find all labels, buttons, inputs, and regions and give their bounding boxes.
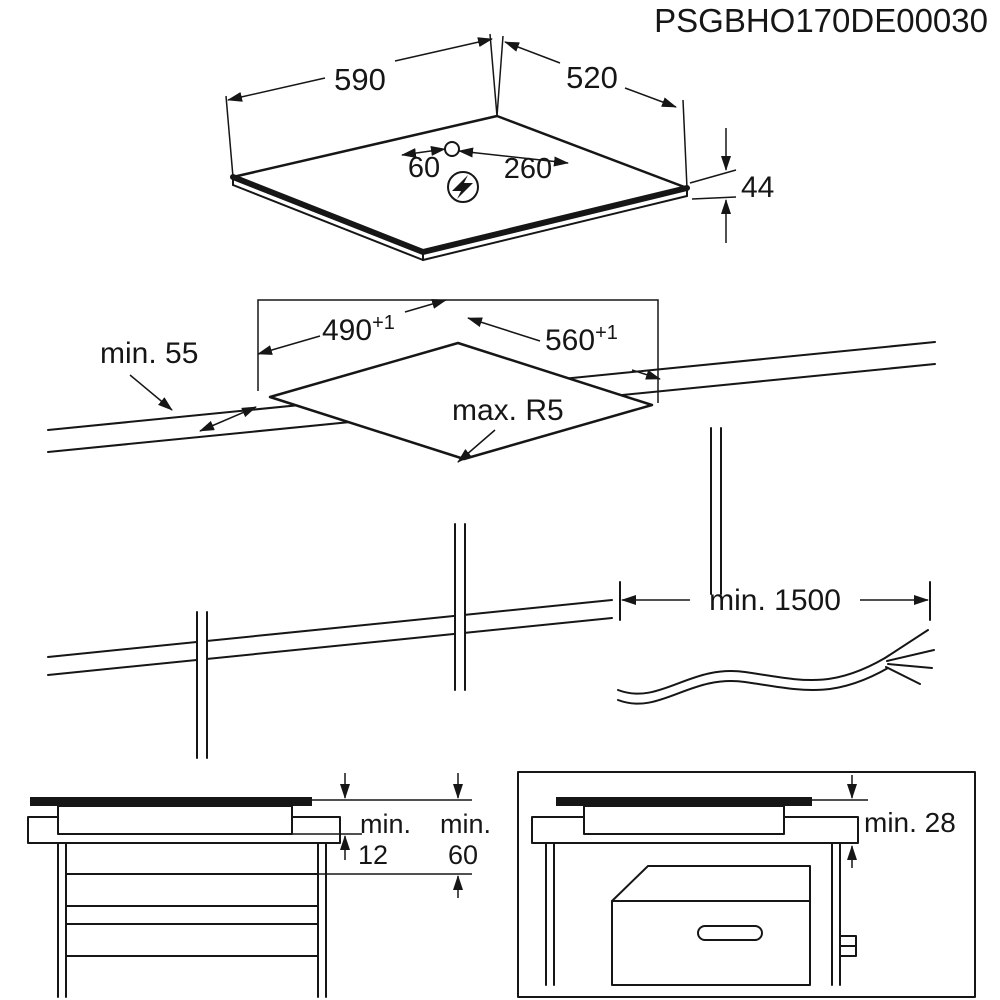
worktop-profile [27, 816, 341, 844]
hob-width-label: 590 [334, 62, 386, 97]
cabinet-legs [57, 842, 327, 998]
hob-depth-ext-lines [496, 35, 688, 189]
oven-view-worktop [531, 816, 859, 844]
cutout-depth-dim-right [404, 299, 447, 313]
product-code: PSGBHO170DE00030 [654, 2, 988, 39]
hob-height-label: 44 [741, 171, 774, 204]
worktop-front-edge-line-2 [47, 617, 613, 676]
rear-clearance-label: min. 55 [100, 337, 198, 370]
hob-depth-dim-left [504, 41, 561, 64]
cord-span-label: 260 [504, 153, 552, 185]
oven-clearance-view: min. 28 [517, 771, 976, 998]
cutout-opening [268, 341, 654, 461]
drawer-front-upper [65, 873, 319, 907]
cutout-width-label: 560+1 [545, 322, 618, 357]
gap12-min-label: min. [360, 809, 411, 839]
oven-front [611, 900, 811, 986]
hob-depth-dim-right [624, 87, 677, 108]
hob-width-dim-right [394, 37, 493, 62]
oven-view-side-panel [831, 842, 841, 986]
cutout-width-dim-left [467, 317, 541, 342]
oven-view-frame [517, 771, 976, 998]
power-symbol-circle [447, 171, 479, 203]
cable-end-wires [884, 629, 935, 685]
hob-width-dim-left [227, 77, 326, 102]
corner-radius-leader [457, 429, 496, 463]
drawer-clearance-view: min. 12 min. 60 [27, 773, 491, 998]
drawer-front-lower [65, 923, 319, 957]
hob-glass-front-edge [230, 174, 690, 255]
oven-view-hob-glass [556, 797, 812, 806]
worktop-front-edge-line-1 [47, 599, 613, 658]
gap12-value-label: 12 [358, 840, 388, 870]
cable-length-label: min. 1500 [709, 584, 841, 617]
cord-offset-label: 60 [408, 152, 440, 184]
table-leg-right [710, 427, 722, 595]
cutout-depth-dim-left [257, 335, 321, 355]
gap60-value-label: 60 [448, 840, 478, 870]
oven-vent-slot [697, 925, 763, 941]
oven-view-hob-body [583, 805, 785, 835]
hob-depth-label: 520 [566, 60, 618, 95]
rear-clearance-leader [129, 374, 173, 411]
hob-isometric-view: 590 520 60 260 44 [225, 33, 774, 261]
cord-offset-dim [401, 145, 446, 159]
table-leg-middle [454, 523, 466, 691]
corner-radius-label: max. R5 [452, 394, 564, 427]
drawer-ext-lines [292, 799, 472, 875]
oven-gap-label: min. 28 [864, 807, 956, 838]
cord-span-dim [458, 147, 569, 167]
hob-width-ext-lines [225, 33, 498, 178]
rear-clearance-dim [199, 406, 257, 432]
worktop-cutout-view: 490+1 560+1 min. 55 max. R5 [47, 299, 936, 759]
mains-cable-view: min. 1500 [617, 581, 935, 705]
lightning-bolt-icon [452, 175, 473, 199]
hob-glass-profile [30, 797, 312, 806]
hob-body-profile [57, 805, 293, 835]
gap60-min-label: min. [440, 809, 491, 839]
cutout-depth-label: 490+1 [322, 312, 395, 347]
cable-curve-bottom [617, 667, 889, 705]
hob-height-ext-lines [689, 169, 737, 200]
cutout-width-dim-right [631, 369, 661, 380]
table-leg-left [196, 611, 208, 759]
oven-view-left-leg [545, 842, 555, 986]
oven-top-face [611, 865, 811, 902]
cable-curve-top [617, 657, 886, 695]
